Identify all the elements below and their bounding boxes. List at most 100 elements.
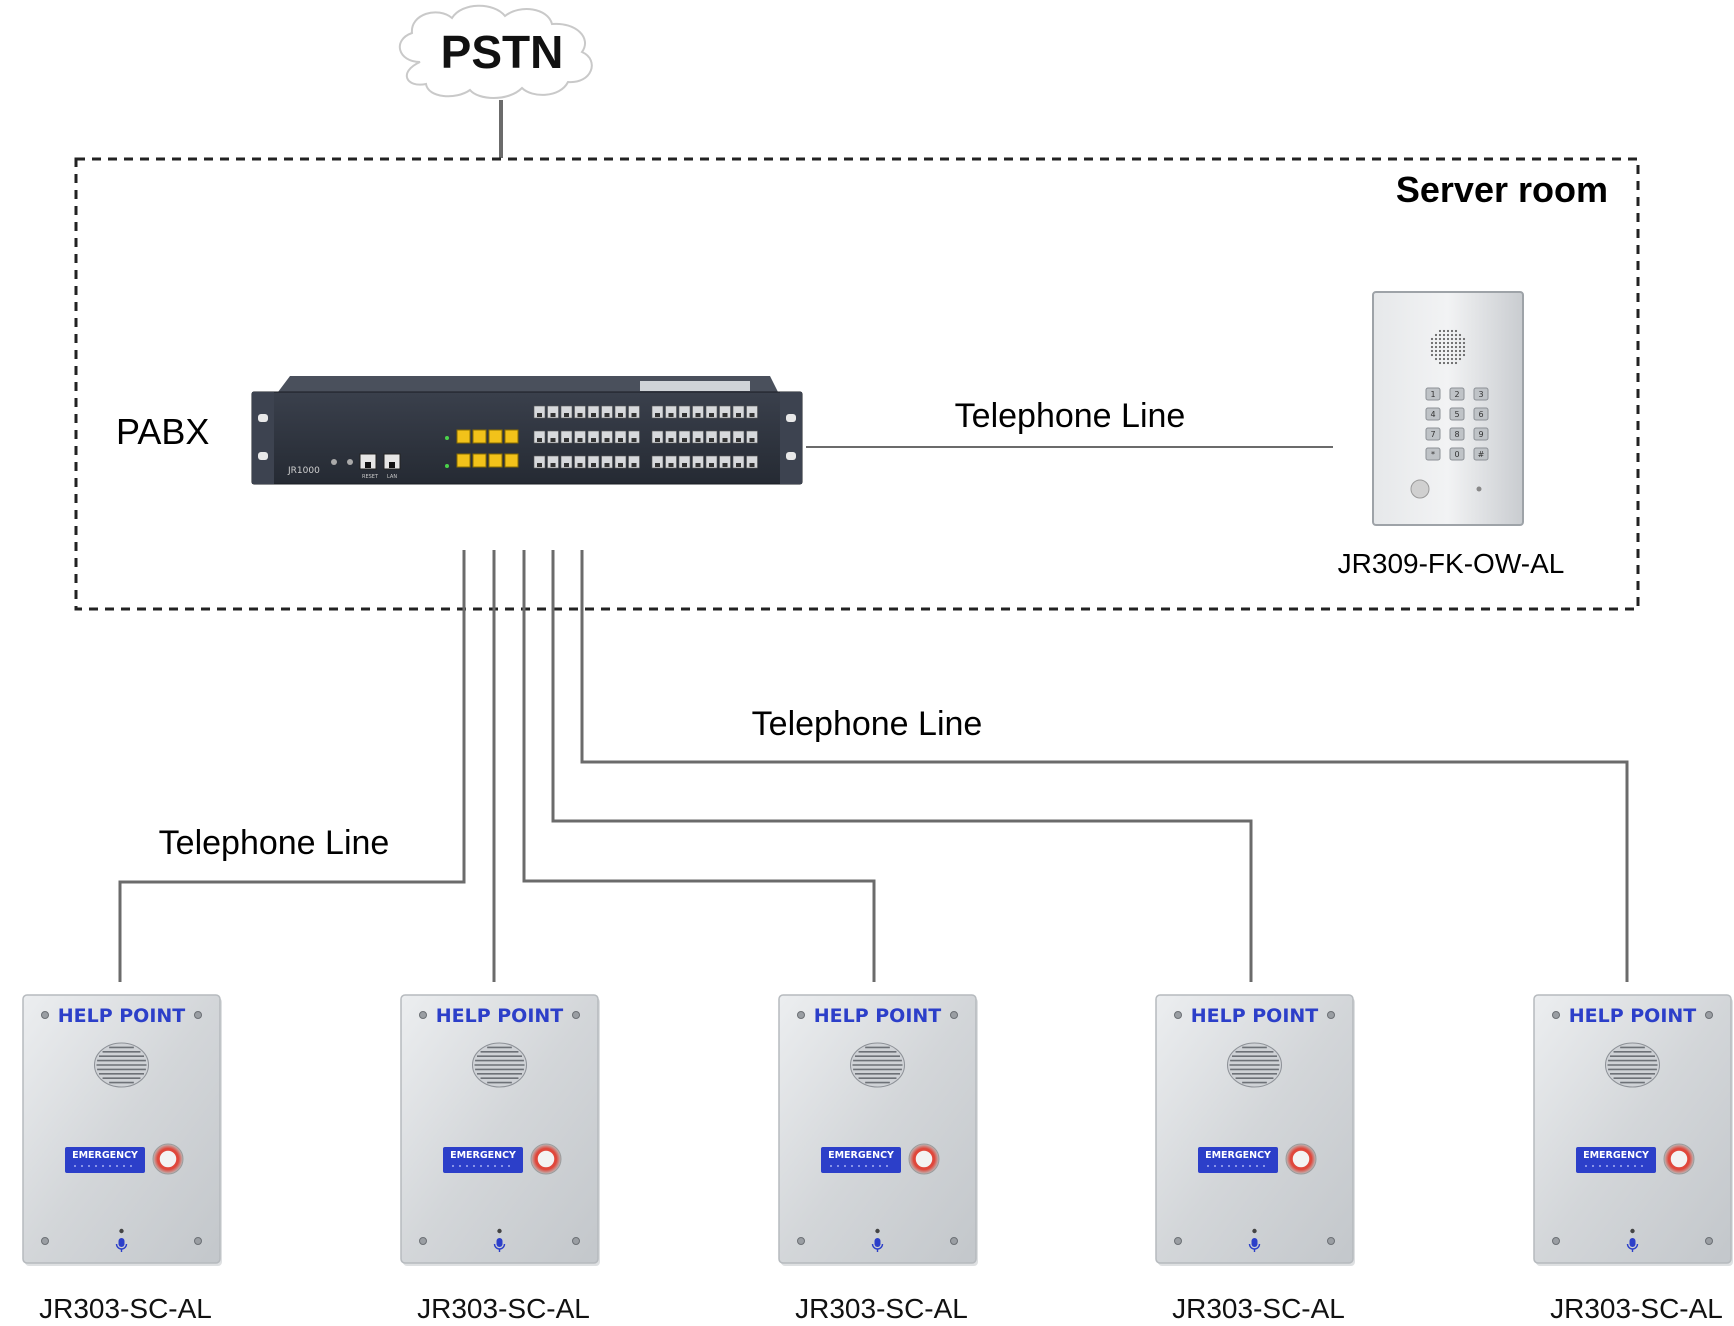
co-port — [488, 429, 503, 444]
extension-port — [601, 405, 613, 419]
extension-port — [628, 455, 640, 469]
co-port — [472, 429, 487, 444]
keypad-key: * — [1425, 447, 1441, 461]
pabx-lan-port — [383, 453, 401, 470]
keypad-key-label: 7 — [1430, 430, 1435, 439]
co-port — [472, 453, 487, 468]
keypad-call-button — [1410, 479, 1430, 499]
line-to-help-point-1 — [118, 550, 466, 982]
co-port — [456, 453, 471, 468]
screw — [41, 1011, 49, 1019]
extension-port — [628, 405, 640, 419]
screw — [797, 1237, 805, 1245]
keypad-key: 4 — [1425, 407, 1441, 421]
screw — [419, 1237, 427, 1245]
pabx-power-pinhole — [347, 459, 353, 465]
extension-port — [651, 405, 664, 419]
extension-port — [732, 405, 745, 419]
extension-port — [665, 430, 677, 444]
emergency-button-plate: EMERGENCY — [443, 1147, 523, 1173]
speaker-grille — [1605, 1042, 1660, 1088]
pabx-device: JR1000 RESET LAN — [251, 376, 803, 485]
extension-port — [560, 430, 573, 444]
line-to-help-point-3 — [522, 550, 876, 982]
keypad-key-label: 8 — [1454, 430, 1459, 439]
extension-port — [651, 430, 664, 444]
extension-port — [601, 455, 613, 469]
emergency-button-plate: EMERGENCY — [65, 1147, 145, 1173]
help-point-model: JR303-SC-AL — [1550, 1293, 1723, 1324]
screw — [419, 1011, 427, 1019]
keypad-key-label: # — [1478, 450, 1485, 459]
extension-port — [560, 455, 573, 469]
microphone-icon — [871, 1238, 884, 1252]
extension-port — [678, 455, 691, 469]
extension-port — [628, 430, 640, 444]
keypad-key: 7 — [1425, 427, 1441, 441]
co-port — [504, 453, 519, 468]
pabx-reset-port — [359, 453, 377, 470]
extension-port — [651, 455, 664, 469]
pabx-label-plate — [640, 381, 750, 391]
keypad-key: 9 — [1473, 427, 1489, 441]
screw — [1552, 1011, 1560, 1019]
emergency-label: EMERGENCY — [72, 1150, 138, 1161]
help-point-panel — [1533, 994, 1732, 1264]
microphone-hole — [497, 1228, 502, 1234]
extension-port — [692, 430, 704, 444]
extension-port — [547, 405, 559, 419]
emergency-label: EMERGENCY — [1205, 1150, 1271, 1161]
microphone-hole — [1252, 1228, 1257, 1234]
help-point-panel — [400, 994, 599, 1264]
emergency-label: EMERGENCY — [450, 1150, 516, 1161]
extension-port — [719, 430, 731, 444]
microphone-icon — [493, 1238, 506, 1252]
screw — [1174, 1011, 1182, 1019]
co-port — [504, 429, 519, 444]
screw — [572, 1237, 580, 1245]
rack-ear-left — [252, 392, 274, 484]
keypad-phone-model: JR309-FK-OW-AL — [1338, 548, 1565, 579]
help-point-device: HELP POINT EMERGENCY — [778, 994, 978, 1266]
pstn-label: PSTN — [441, 26, 564, 78]
emergency-button-plate: EMERGENCY — [1198, 1147, 1278, 1173]
keypad-key: 6 — [1473, 407, 1489, 421]
keypad-key: 2 — [1449, 387, 1465, 401]
screw — [1705, 1011, 1713, 1019]
screw — [797, 1011, 805, 1019]
pabx-model-text: JR1000 — [287, 466, 320, 476]
help-point-title: HELP POINT — [814, 1005, 942, 1027]
extension-port — [574, 405, 586, 419]
screw — [950, 1011, 958, 1019]
extension-port — [587, 430, 600, 444]
microphone-hole — [1630, 1228, 1635, 1234]
help-point-model: JR303-SC-AL — [417, 1293, 590, 1324]
extension-port — [587, 405, 600, 419]
emergency-button-plate: EMERGENCY — [821, 1147, 901, 1173]
extension-port — [719, 405, 731, 419]
help-point-model: JR303-SC-AL — [39, 1293, 212, 1324]
microphone-icon — [115, 1238, 128, 1252]
microphone-hole — [875, 1228, 880, 1234]
extension-port — [601, 430, 613, 444]
screw — [1552, 1237, 1560, 1245]
pabx-reset-port-label: RESET — [362, 474, 379, 480]
extension-port — [614, 430, 627, 444]
extension-port — [587, 455, 600, 469]
keypad-key: 3 — [1473, 387, 1489, 401]
speaker-grille — [1227, 1042, 1282, 1088]
co-port — [488, 453, 503, 468]
extension-port — [547, 430, 559, 444]
microphone-hole — [119, 1228, 124, 1234]
extension-port — [574, 455, 586, 469]
extension-port — [533, 430, 546, 444]
pabx-label: PABX — [116, 411, 209, 452]
pstn-cloud: PSTN — [398, 4, 593, 99]
extension-port — [692, 455, 704, 469]
keypad-key: 8 — [1449, 427, 1465, 441]
extension-port — [678, 430, 691, 444]
